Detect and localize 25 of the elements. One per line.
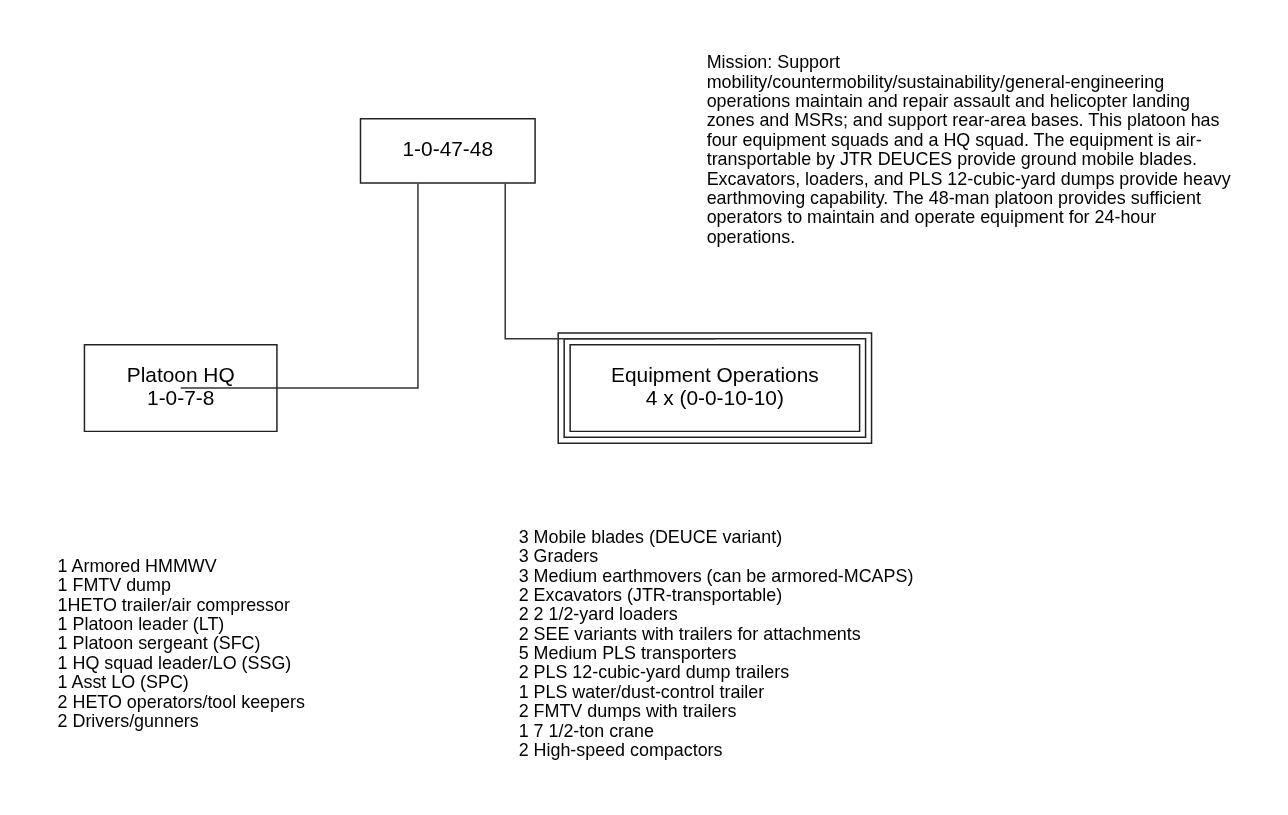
node-box: 1-0-47-48 <box>359 118 536 184</box>
node-label: 2 2 1/2-yard loaders <box>518 604 678 625</box>
node-label: 1 Asst LO (SPC) <box>57 672 189 693</box>
node-label: 2 High-speed compactors <box>518 740 723 761</box>
node-label: 1 Armored HMMWV <box>57 555 217 576</box>
node-label: 1HETO trailer/air compressor <box>57 594 290 615</box>
node-label: 1 7 1/2-ton crane <box>518 720 654 741</box>
node-label: 2 HETO operators/tool keepers <box>57 691 305 712</box>
node-label: 3 Graders <box>518 546 599 567</box>
node-label: 1 Platoon leader (LT) <box>57 613 225 634</box>
node-box: Equipment Operations 4 x (0-0-10-10) <box>557 332 873 445</box>
node-label: 2 SEE variants with trailers for attachments <box>518 623 861 644</box>
node-label: 1 Platoon sergeant (SFC) <box>57 633 261 654</box>
node-label: 1 PLS water/dust-control trailer <box>518 681 765 702</box>
label: Mission: Support mobility/countermobility/sustainability/general-engineering operations maintain and repair assault and helicopter landing zones and MSRs; and support rear-area bases. This platoon has four equipment squads and a HQ squad. The equipment is air-transportable by JTR DEUCES provide ground mobile blades. Excavators, loaders, and PLS 12-cubic-yard dumps provide heavy earthmoving capability. The 48-man platoon provides sufficient operators to maintain and operate equipment for 24-hour operations. <box>706 52 1231 247</box>
connector <box>504 182 716 340</box>
node-box: Platoon HQ 1-0-7-8 <box>83 344 278 433</box>
node-label: 3 Mobile blades (DEUCE variant) <box>518 526 783 547</box>
node-label: 2 PLS 12-cubic-yard dump trailers <box>518 662 790 683</box>
connector <box>179 182 419 389</box>
node-label: 2 FMTV dumps with trailers <box>518 701 737 722</box>
node-label: 1 FMTV dump <box>57 575 171 596</box>
node-label: 5 Medium PLS transporters <box>518 643 737 664</box>
node-label: 1 HQ squad leader/LO (SSG) <box>57 652 292 673</box>
node-label: 3 Medium earthmovers (can be armored-MCAPS) <box>518 565 914 586</box>
